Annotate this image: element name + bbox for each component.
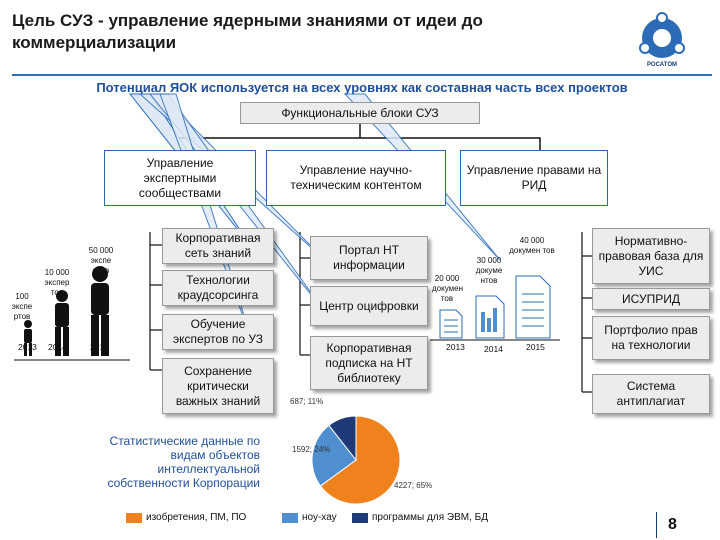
rosatom-logo [634, 10, 690, 74]
person-icon-2014 [55, 290, 69, 356]
legend-label-know-how: ноу-хау [302, 512, 337, 523]
document-icon-2013 [439, 309, 463, 339]
legend-item-inventions: изобретения, ПМ, ПО [126, 512, 246, 523]
expert-year-2013: 2013 [18, 342, 37, 352]
person-icon-2013 [24, 320, 32, 356]
expert-year-2015: 2015 [90, 342, 109, 352]
legend-swatch-inventions [126, 512, 142, 523]
legend-item-know-how: ноу-хау [282, 512, 337, 523]
page-number-divider [656, 512, 657, 538]
title-divider [12, 74, 712, 76]
col1-item-knowledge-preservation: Сохранение критически важных знаний [162, 358, 274, 414]
col1-item-crowdsourcing: Технологии краудсорсинга [162, 270, 274, 306]
legend-swatch-know-how [282, 512, 298, 523]
legend-label-inventions: изобретения, ПМ, ПО [146, 512, 247, 523]
expert-label-2013: 100 экспе ртов [11, 292, 33, 321]
col3-item-isuprid: ИСУПРИД [592, 288, 710, 310]
column-header-scientific-content: Управление научно-техническим контентом [266, 150, 446, 206]
col2-item-digitization-center: Центр оцифровки [310, 286, 428, 326]
document-year-2014: 2014 [484, 344, 503, 354]
legend-item-software: программы для ЭВМ, БД [352, 512, 488, 523]
subtitle: Потенциал ЯОК используется на всех уровн… [96, 80, 628, 95]
document-label-2013: 20 000 докумен тов [432, 274, 463, 303]
col1-item-corporate-knowledge-network: Корпоративная сеть знаний [162, 228, 274, 264]
page-number: 8 [668, 516, 677, 533]
column-header-expert-communities: Управление экспертными сообществами [104, 150, 256, 206]
document-label-2015: 40 000 докумен тов [509, 236, 555, 255]
document-label-2014: 30 000 докуме нтов [475, 256, 503, 285]
col2-item-portal: Портал НТ информации [310, 236, 428, 280]
legend-swatch-software [352, 512, 368, 523]
pie-label-inventions: 4227; 65% [394, 481, 432, 490]
pie-label-know-how: 1592; 24% [292, 445, 330, 454]
column-header-rid-rights: Управление правами на РИД [460, 150, 608, 206]
pie-caption: Статистические данные по видам объектов … [107, 434, 260, 490]
pie-slice-inventions [319, 415, 401, 505]
col3-item-antiplagiarism: Система антиплагиат [592, 374, 710, 414]
legend-label-software: программы для ЭВМ, БД [372, 512, 488, 523]
col1-item-expert-training: Обучение экспертов по УЗ [162, 314, 274, 350]
page-title: Цель СУЗ - управление ядерными знаниями … [12, 11, 483, 52]
document-icon-2014 [475, 295, 505, 339]
col3-item-rights-portfolio: Портфолио прав на технологии [592, 316, 710, 360]
expert-label-2015: 50 000 экспе ртов [88, 246, 114, 275]
pie-label-software: 687; 11% [290, 397, 323, 406]
expert-label-2014: 10 000 экспер тов [44, 268, 70, 297]
document-year-2015: 2015 [526, 342, 545, 352]
pie-slice-software [328, 415, 357, 462]
person-icon-2015 [91, 266, 109, 356]
pie-slice-know-how [311, 424, 357, 487]
document-icon-2015 [515, 275, 551, 339]
col2-item-library-subscription: Корпоративная подписка на НТ библиотеку [310, 336, 428, 390]
functional-blocks-header: Функциональные блоки СУЗ [240, 102, 480, 124]
col3-item-legal-base: Нормативно-правовая база для УИС [592, 228, 710, 284]
logo-text: РОСАТОМ [647, 62, 677, 68]
expert-year-2014: 2014 [48, 342, 67, 352]
document-year-2013: 2013 [446, 342, 465, 352]
